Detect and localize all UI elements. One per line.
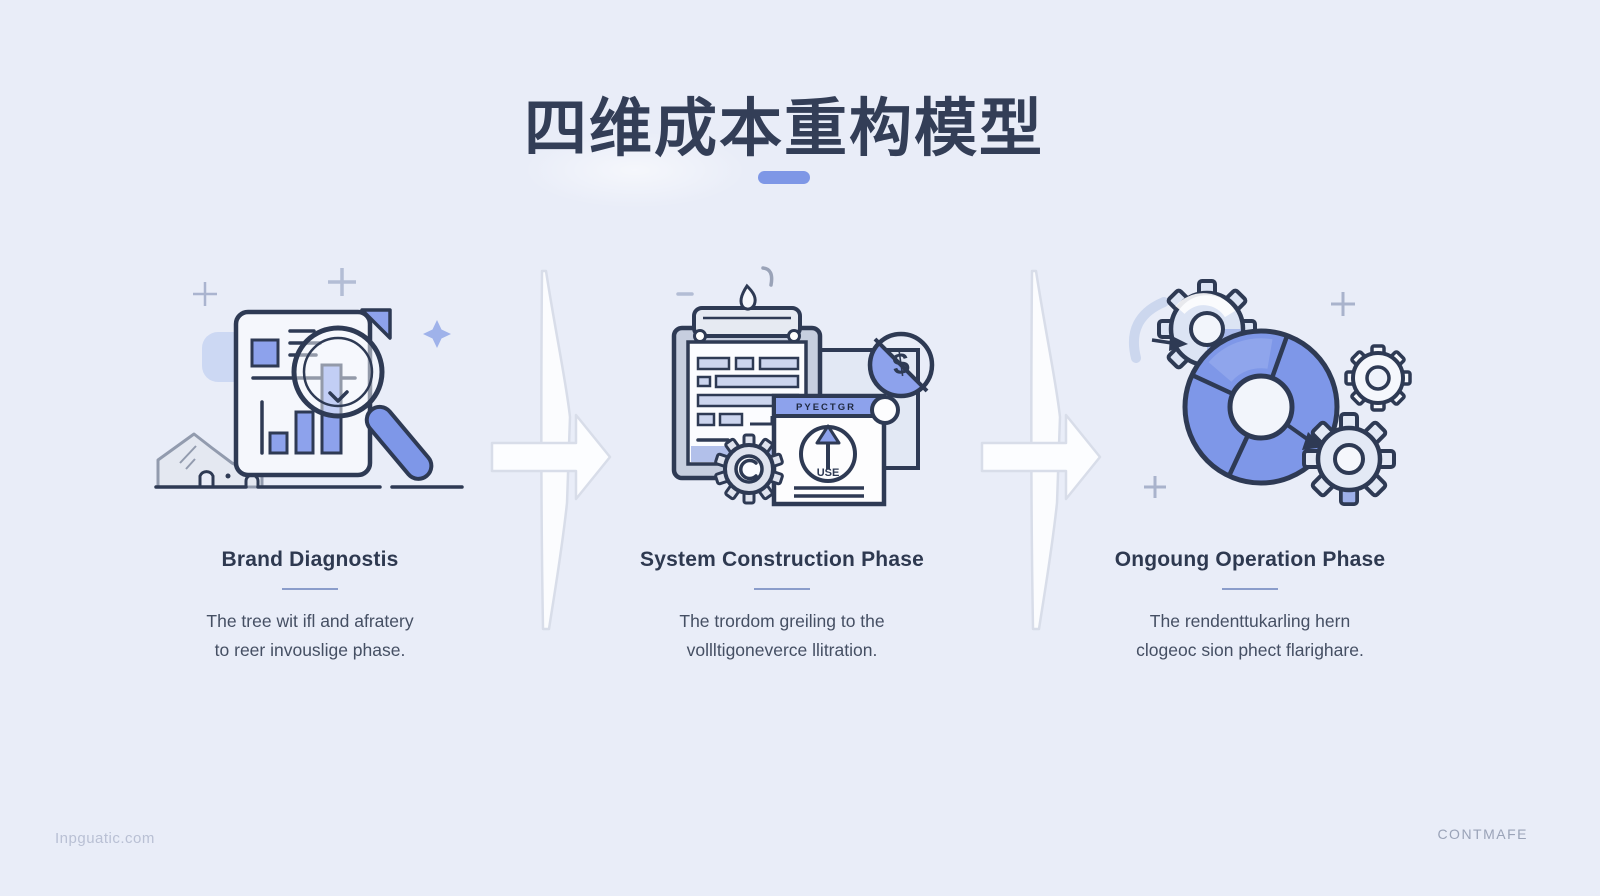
cycle-donut-icon [1182,328,1340,486]
brand-diagnosis-illustration-icon [154,268,464,489]
flame-icon [739,283,757,311]
form-rows [696,356,800,427]
phase-3-description: The rendenttukarling hern clogeoc sion p… [1136,611,1364,660]
phase-2-section: System Construction Phase The trordom gr… [582,548,982,664]
phase-2-description: The trordom greiling to the vollltigonev… [679,611,885,660]
phase-1-section: Brand Diagnostis The tree wit ifl and af… [110,548,510,664]
phase-3-divider [1222,588,1278,590]
gear-large-icon [1302,412,1396,506]
phase-2-divider [754,588,810,590]
phase-arrow-icon [490,269,612,631]
plus-decorations [1144,292,1355,498]
title-accent-bar [758,171,810,184]
system-construction-illustration-icon: $ PYECTGR USE [671,266,935,507]
card-header-label: PYECTGR [796,402,856,413]
phase-1-divider [282,588,338,590]
hill-house-icon [156,432,264,489]
card-badge-label: USE [817,467,840,479]
page-title: 四维成本重构模型 [524,94,1044,164]
sparkle-icons [193,268,451,348]
phase-2-heading: System Construction Phase [640,548,924,571]
phase-3-section: Ongoung Operation Phase The rendenttukar… [1050,548,1450,664]
cost-card-icon: PYECTGR USE [771,393,900,507]
phase-3-heading: Ongoung Operation Phase [1114,548,1386,571]
footer-watermark-left: Inpguatic.com [55,830,155,847]
phase-arrow-icon [980,269,1102,631]
decor-marks [676,266,774,296]
no-cost-badge-icon: $ [867,331,935,399]
gear-small-icon [1344,344,1412,412]
ongoing-operation-illustration-icon [1128,279,1412,506]
footer-watermark-right: CONTMAFE [1437,826,1528,842]
currency-symbol: $ [890,347,911,382]
phase-1-heading: Brand Diagnostis [221,548,399,571]
gear-clock-icon [714,433,784,505]
phase-1-description: The tree wit ifl and afratery to reer in… [206,611,414,660]
magnifier-icon [291,325,434,481]
